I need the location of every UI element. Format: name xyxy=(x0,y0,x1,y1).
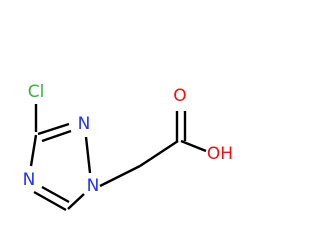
atom-nitrogen-1: N xyxy=(87,176,100,196)
bond-n4-c5-double xyxy=(41,185,70,204)
bond-ch2-cacid xyxy=(139,139,179,168)
bond-c3-n4 xyxy=(29,134,38,167)
bond-n1-ch2 xyxy=(99,164,141,188)
atom-nitrogen-4: N xyxy=(23,170,36,190)
bond-n2-n1 xyxy=(84,136,92,174)
atom-labels: Cl N N N O OH xyxy=(23,82,233,196)
bond-n4-c5 xyxy=(33,190,67,212)
atom-hydroxyl: OH xyxy=(207,144,233,164)
atom-oxygen-carbonyl: O xyxy=(173,86,186,106)
bond-c-oh xyxy=(180,139,207,153)
bond-c3-n2 xyxy=(37,122,70,136)
atom-nitrogen-2: N xyxy=(78,114,91,134)
bonds xyxy=(29,104,207,212)
atom-chlorine: Cl xyxy=(28,82,45,102)
bond-c5-n1 xyxy=(67,193,85,210)
bond-c3-n2-double xyxy=(41,129,72,143)
molecule-structure: Cl N N N O OH xyxy=(23,82,233,212)
